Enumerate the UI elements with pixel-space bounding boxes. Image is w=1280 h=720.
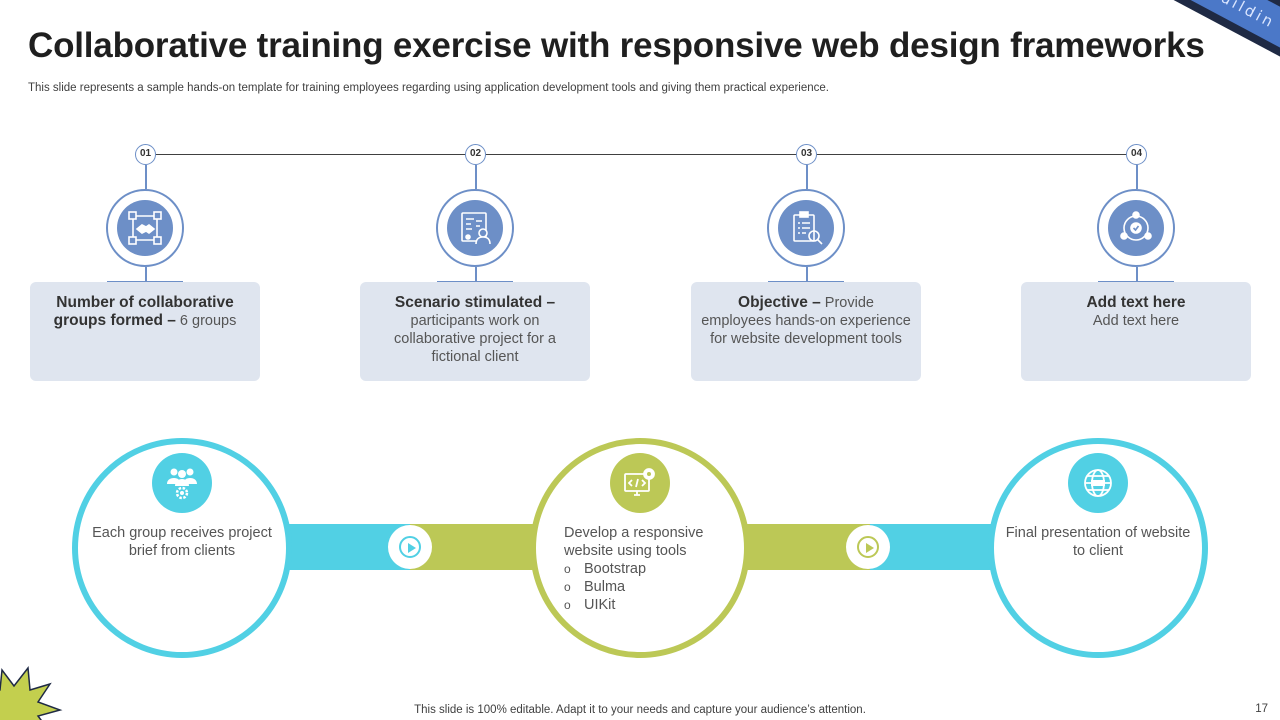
timeline-step-3: 03 Objective – Provide employees hands-o… [691, 144, 921, 384]
tool-list: Bootstrap Bulma UIKit [564, 560, 734, 614]
slide-footer: This slide is 100% editable. Adapt it to… [414, 704, 866, 716]
step-card: Number of collaborative groups formed – … [30, 282, 260, 381]
step-card: Scenario stimulated – participants work o… [360, 282, 590, 381]
process-step-text: Develop a responsive website using tools… [564, 524, 734, 614]
step-number: 04 [1126, 144, 1147, 165]
step-icon-ring [1097, 189, 1175, 267]
process-badge [610, 453, 670, 513]
process-step-3: Final presentation of website to client [988, 438, 1208, 658]
step-card-text: Provide employees hands-on experience fo… [701, 295, 911, 347]
step-card: Objective – Provide employees hands-on e… [691, 282, 921, 381]
timeline-line [145, 154, 1136, 155]
step-card-text: participants work on collaborative proje… [394, 313, 556, 365]
globe-presentation-icon [1084, 469, 1112, 497]
process-step-2: Develop a responsive website using tools… [530, 438, 750, 658]
timeline-step-1: 01 Number of collaborative groups formed… [30, 144, 260, 384]
slide-title: Collaborative training exercise with res… [28, 26, 1205, 65]
process-step-main-text: Develop a responsive website using tools [564, 525, 704, 559]
tool-item: Bootstrap [564, 560, 734, 578]
code-monitor-gear-icon [624, 468, 655, 496]
step-icon-ring [436, 189, 514, 267]
step-card-heading: Objective – [738, 294, 821, 311]
step-number: 01 [135, 144, 156, 165]
step-card-text: Add text here [1092, 313, 1180, 329]
slide-subtitle: This slide represents a sample hands-on … [28, 82, 829, 94]
handshake-network-icon [128, 211, 162, 245]
play-arrow-icon [846, 525, 890, 569]
step-icon-ring [767, 189, 845, 267]
play-arrow-icon [388, 525, 432, 569]
step-number: 03 [796, 144, 817, 165]
starburst-decoration [0, 666, 63, 720]
group-gear-icon [167, 468, 197, 500]
step-card-heading: Scenario stimulated – [394, 294, 556, 311]
team-gear-cycle-icon [1120, 211, 1152, 241]
step-card-heading: Number of collaborative groups formed – [53, 294, 234, 329]
clipboard-search-icon [793, 211, 823, 245]
process-step-text: Final presentation of website to client [1005, 525, 1191, 559]
process-step-text: Each group receives project brief from c… [92, 525, 272, 559]
step-card-text: 6 groups [175, 313, 237, 329]
step-card-heading: Add text here [1086, 294, 1186, 311]
process-badge [1068, 453, 1128, 513]
scenario-chart-person-icon [461, 212, 491, 245]
process-step-1: Each group receives project brief from c… [72, 438, 292, 658]
page-number: 17 [1255, 703, 1268, 715]
connector-band-2b [870, 524, 1000, 570]
step-icon-ring [106, 189, 184, 267]
tool-item: Bulma [564, 578, 734, 596]
step-number: 02 [465, 144, 486, 165]
timeline-step-2: 02 Scenario stimulated – participants wor… [360, 144, 590, 384]
process-badge [152, 453, 212, 513]
tool-item: UIKit [564, 596, 734, 614]
